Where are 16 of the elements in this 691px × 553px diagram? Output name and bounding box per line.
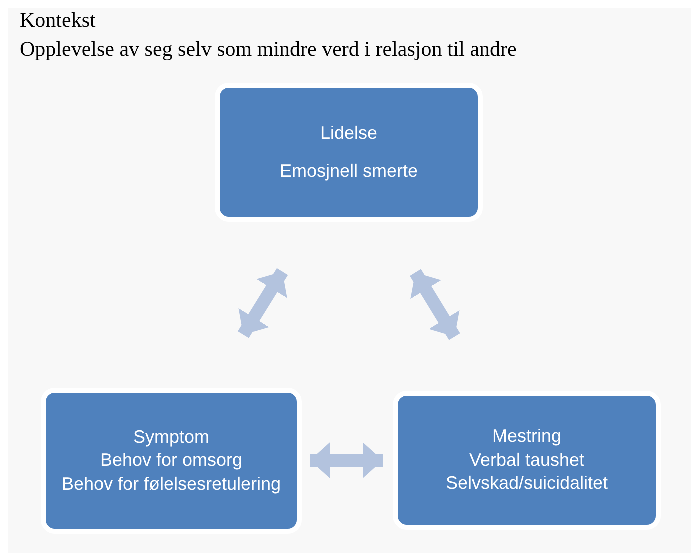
box-text: Behov for følelsesretulering: [62, 472, 282, 496]
process-box: [215, 83, 483, 222]
double-arrow: [238, 268, 288, 338]
box-text: Behov for omsorg: [100, 449, 243, 472]
process-box: [393, 391, 661, 530]
box-text: Mestring: [492, 425, 562, 448]
double-arrow: [410, 269, 460, 340]
box-text: Lidelse: [320, 122, 378, 146]
subtitle: Opplevelse av seg selv som mindre verd i relasjon til andre: [20, 37, 517, 62]
process-box: [41, 388, 302, 534]
double-arrow: [310, 442, 383, 478]
box-text: Symptom: [133, 426, 210, 449]
box-text: Selvskad/suicidalitet: [446, 472, 608, 496]
box-text: Verbal taushet: [469, 448, 585, 472]
box-text: Emosjnell smerte: [280, 160, 418, 183]
title: Kontekst: [20, 8, 96, 33]
